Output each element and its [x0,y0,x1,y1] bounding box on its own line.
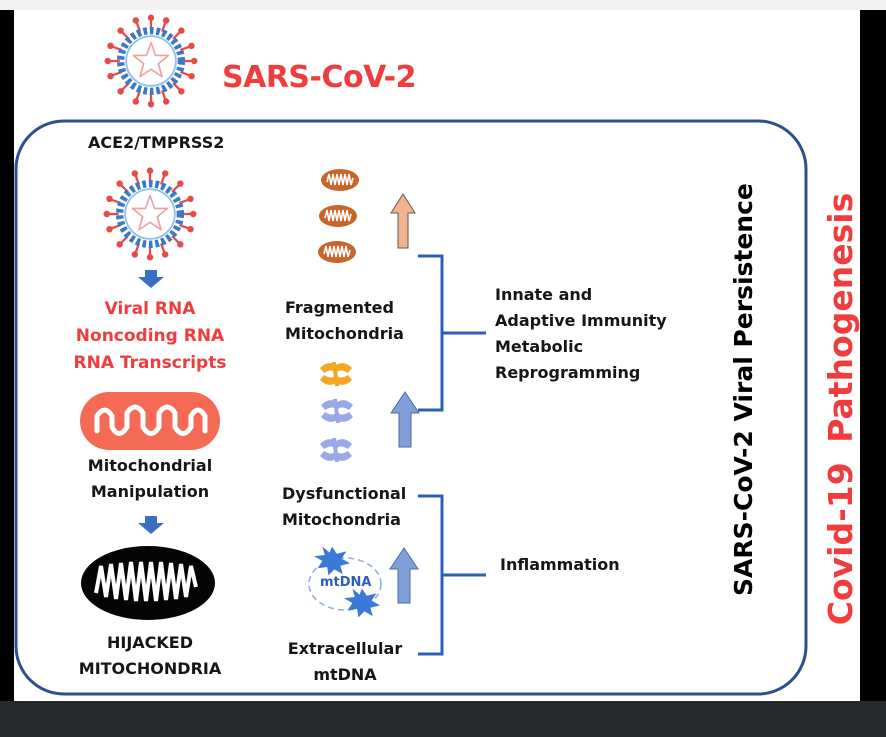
hijacked-line-1: HIJACKED [106,633,194,652]
bracket-icon [418,494,486,656]
mitochondrion-icon [80,392,220,450]
immunity-line-3: Metabolic [495,337,584,356]
bracket-icon [418,254,486,412]
manipulation-line-2: Manipulation [90,482,210,501]
up-arrow-icon [389,547,419,604]
fragmented-line-2: Mitochondria [285,324,404,343]
viral-persistence-label: SARS-CoV-2 Viral Persistence [729,183,758,596]
virus-icon [104,168,197,261]
manipulation-line-1: Mitochondrial [87,456,213,475]
immunity-line-1: Innate and [495,285,593,304]
fragmented-mitochondria-icon [321,399,353,423]
mitochondrion-icon [317,240,357,264]
fragmented-mitochondria-icon [320,362,352,386]
bottom-bar [0,701,886,737]
inflammation-label: Inflammation [500,555,620,574]
manipulation-label: Mitochondrial Manipulation [60,453,240,505]
extracellular-line-2: mtDNA [313,665,377,684]
up-arrow-icon [390,193,416,249]
down-arrow-icon [138,270,164,288]
hijacked-mitochondrion-icon [81,546,215,620]
down-arrow-icon [138,516,164,534]
immunity-label: Innate and Adaptive Immunity Metabolic R… [495,282,667,386]
extracellular-label: Extracellular mtDNA [275,636,415,688]
fragmented-label: Fragmented Mitochondria [285,295,404,347]
mtdna-cluster-icon [308,546,382,618]
virus-icon [105,15,198,108]
mtdna-tag: mtDNA [320,575,372,590]
dysfunctional-label: Dysfunctional Mitochondria [282,481,406,533]
hijacked-label: HIJACKED MITOCHONDRIA [60,630,240,682]
fragmented-mitochondria-icon [320,438,352,462]
rna-label: Viral RNA Noncoding RNA RNA Transcripts [60,296,240,377]
rna-line-1: Viral RNA [104,299,196,319]
top-strip [0,0,886,10]
rna-line-3: RNA Transcripts [73,353,227,373]
extracellular-line-1: Extracellular [287,639,403,658]
frame-border [14,119,808,696]
up-arrow-icon [390,391,420,448]
dysfunctional-line-1: Dysfunctional [282,484,407,503]
mitochondrion-icon [320,168,360,192]
immunity-line-4: Reprogramming [495,363,641,382]
covid-pathogenesis-label: Covid-19 Pathogenesis [821,192,860,626]
dysfunctional-line-2: Mitochondria [282,510,401,529]
immunity-line-2: Adaptive Immunity [495,311,667,330]
fragmented-line-1: Fragmented [285,298,394,317]
hijacked-line-2: MITOCHONDRIA [78,659,222,678]
receptor-label: ACE2/TMPRSS2 [88,133,225,152]
mitochondrion-icon [318,204,358,228]
rna-line-2: Noncoding RNA [75,326,225,346]
virus-title: SARS-CoV-2 [222,60,416,95]
